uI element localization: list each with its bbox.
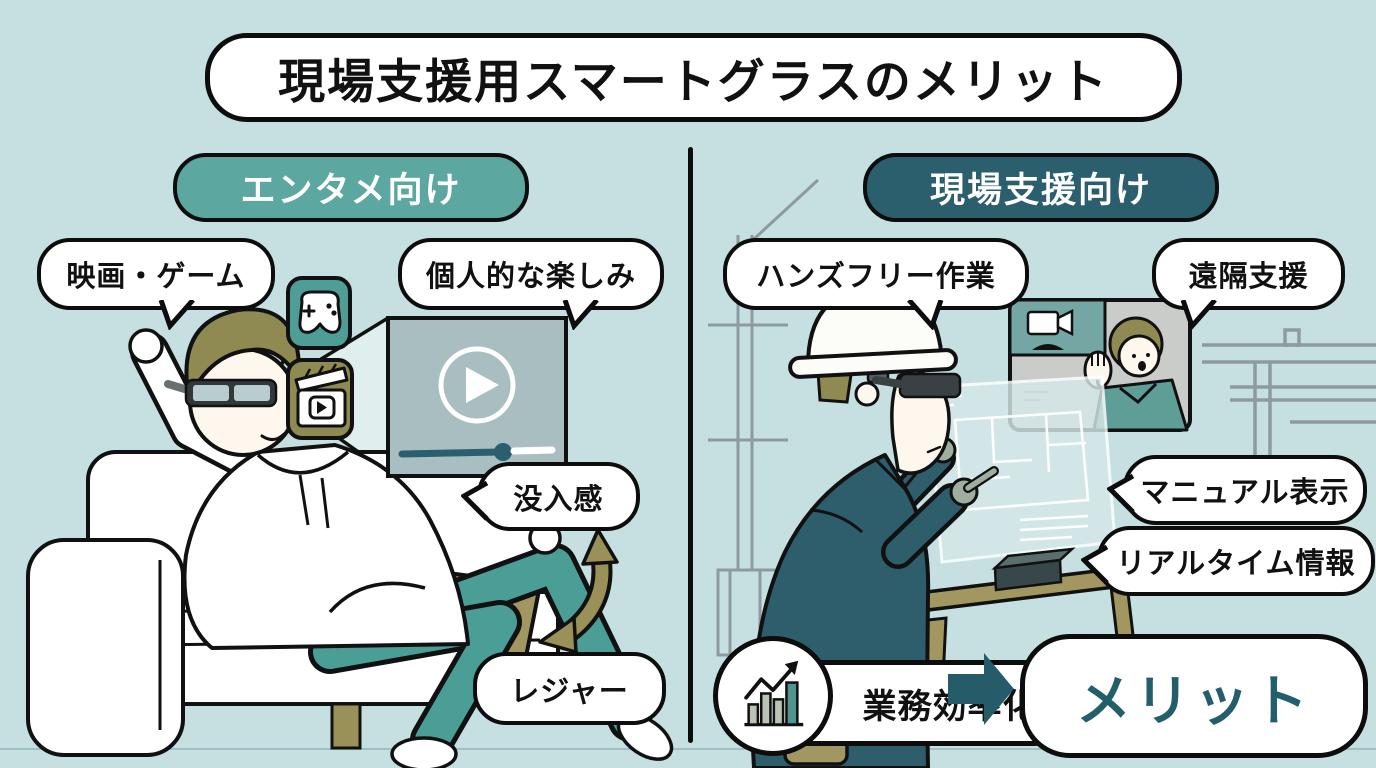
hoodie — [182, 443, 470, 650]
growth-chart-badge — [713, 636, 833, 756]
ear — [854, 381, 880, 407]
bubble-movie-game: 映画・ゲーム — [37, 238, 275, 330]
speech-tail — [907, 300, 944, 330]
game-controller-icon — [286, 276, 352, 350]
bubble-label: レジャー — [510, 673, 629, 708]
growth-chart-icon — [744, 660, 804, 727]
entertainment-illustration — [26, 276, 674, 768]
title-text: 現場支援用スマートグラスのメリット — [278, 55, 1109, 110]
person-head — [164, 307, 302, 457]
section-header-field-support: 現場支援向け — [863, 153, 1219, 222]
smart-glasses — [898, 372, 962, 399]
bubble-leisure: レジャー — [473, 652, 666, 725]
holographic-screen — [925, 375, 1117, 564]
remote-person — [1083, 316, 1189, 432]
bubble-manual-display: マニュアル表示 — [1107, 455, 1367, 525]
speech-tail — [461, 480, 489, 521]
bubble-label: ハンズフリー作業 — [756, 259, 996, 293]
section-header-entertainment: エンタメ向け — [173, 153, 529, 222]
video-play-icon — [386, 316, 568, 478]
merit-label: メリット — [1075, 669, 1312, 733]
bubble-label: 遠隔支援 — [1188, 259, 1309, 293]
video-camera-icon — [1026, 310, 1060, 336]
page-title: 現場支援用スマートグラスのメリット — [205, 33, 1182, 122]
center-divider — [688, 147, 693, 743]
floor-line — [0, 748, 1376, 750]
bubble-realtime-info: リアルタイム情報 — [1081, 526, 1375, 596]
speech-tail — [1180, 300, 1217, 330]
bubble-handsfree: ハンズフリー作業 — [723, 238, 1029, 330]
bubble-label: マニュアル表示 — [1140, 475, 1350, 509]
bubble-label: 没入感 — [513, 481, 604, 516]
bubble-label: リアルタイム情報 — [1116, 546, 1356, 580]
speech-tail — [1081, 544, 1109, 585]
section-header-label: エンタメ向け — [240, 171, 462, 211]
arrow-right-icon — [948, 653, 1014, 725]
speech-tail — [562, 300, 599, 330]
bubble-immersion: 没入感 — [461, 462, 640, 531]
bubble-personal-fun: 個人的な楽しみ — [398, 238, 664, 330]
section-header-label: 現場支援向け — [929, 171, 1152, 211]
foot — [390, 736, 458, 768]
bubble-label: 映画・ゲーム — [66, 259, 246, 293]
hand — [128, 328, 164, 364]
merit-box: メリット — [1020, 634, 1368, 758]
speech-tail — [158, 300, 195, 330]
curved-double-arrow-icon — [538, 528, 619, 654]
speech-tail — [1107, 473, 1135, 514]
bubble-label: 個人的な楽しみ — [425, 259, 636, 293]
bubble-remote-support: 遠隔支援 — [1152, 238, 1345, 330]
movie-clapper-icon — [286, 358, 354, 440]
steel-structure — [1202, 328, 1376, 470]
